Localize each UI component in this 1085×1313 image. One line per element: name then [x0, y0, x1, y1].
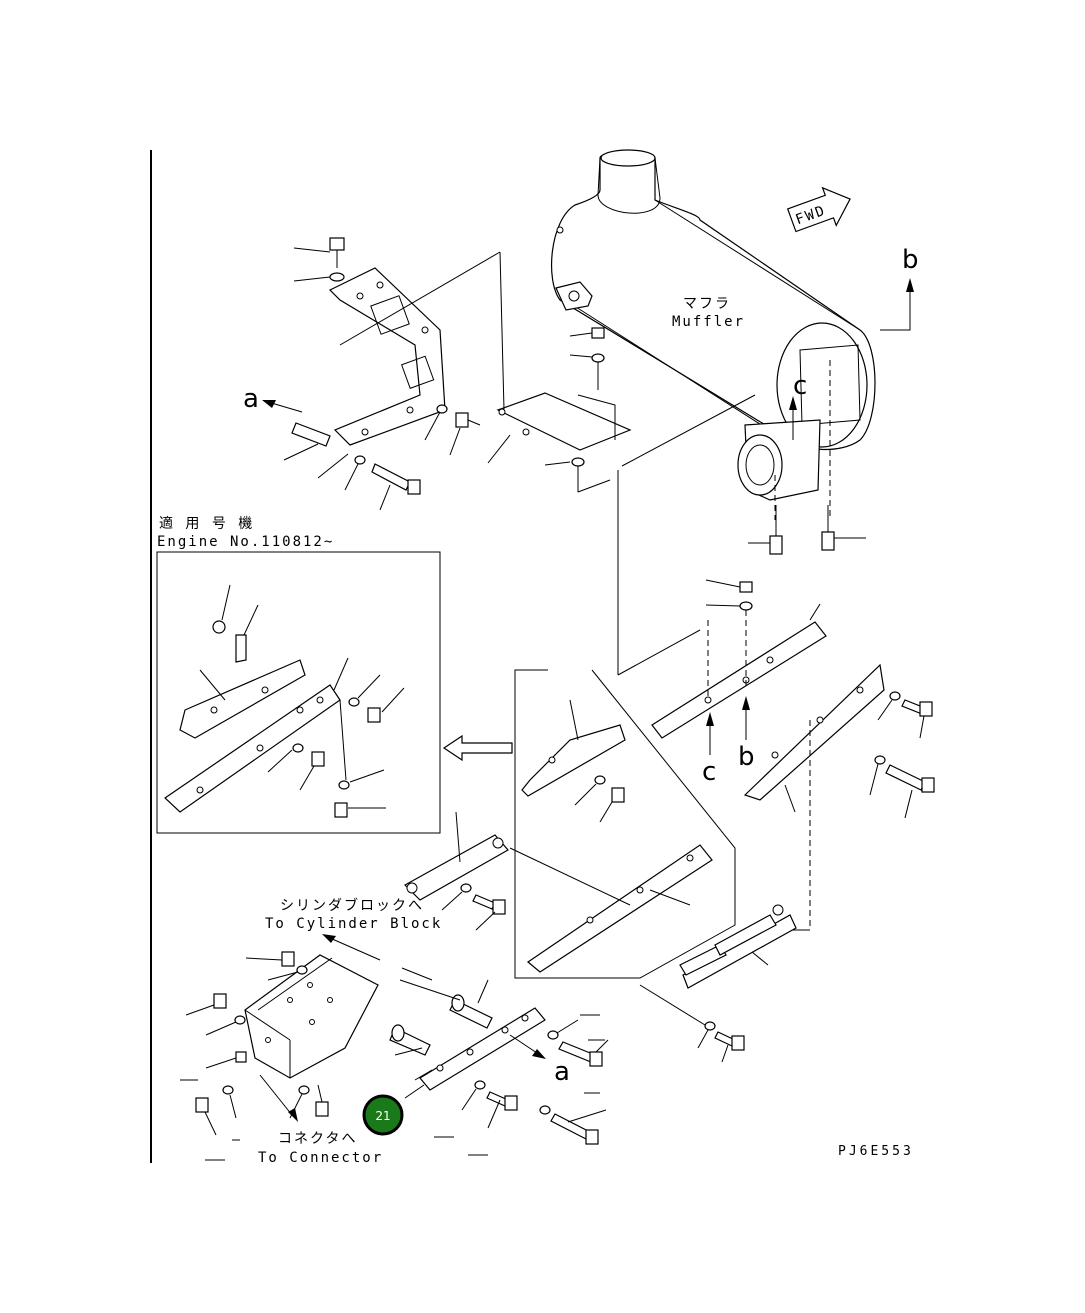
- ref-c-muffler: c: [793, 371, 807, 401]
- spacer-pipe-top: [283, 422, 331, 461]
- ref-a-top: a: [243, 384, 259, 414]
- ref-a-bottom: a: [554, 1057, 570, 1087]
- callout-number: 21: [375, 1109, 390, 1123]
- right-bolts: [869, 691, 935, 819]
- center-frame: [514, 669, 736, 979]
- applicable-label-jp: 適 用 号 機: [159, 515, 254, 532]
- connector-label-en: To Connector: [258, 1150, 383, 1166]
- center-plate: [487, 327, 632, 493]
- callout-21[interactable]: 21: [362, 1094, 404, 1136]
- cylinder-label-en: To Cylinder Block: [265, 916, 442, 932]
- muffler-bolt-right: [821, 505, 866, 551]
- ref-b-mid: b: [738, 742, 755, 772]
- center-frame-parts: [521, 699, 713, 973]
- ref-b-top: b: [902, 245, 919, 275]
- top-bracket: [328, 267, 446, 446]
- mid-nut-washer: [705, 579, 753, 700]
- bottom-left-bolts: [180, 951, 329, 1141]
- top-bolt: [293, 237, 345, 282]
- bottom-left-block: [205, 954, 379, 1079]
- engine-number-label: Engine No.110812~: [157, 534, 334, 550]
- inset-box: [156, 551, 441, 834]
- inset-parts: [164, 584, 405, 818]
- muffler-label-en: Muffler: [672, 314, 745, 330]
- mid-left-bracket: [404, 811, 631, 931]
- callout-circle[interactable]: [362, 1094, 404, 1136]
- bottom-right-bolts: [434, 1014, 609, 1156]
- lower-mid-bolt: [639, 984, 745, 1063]
- muffler-bolt-left: [748, 505, 783, 555]
- bottom-center-rail: [389, 967, 546, 1091]
- ref-c-bracket: c: [702, 757, 716, 787]
- muffler-label-jp: マフラ: [683, 296, 731, 312]
- muffler: [550, 149, 876, 520]
- connector-label-jp: コネクタへ: [278, 1131, 357, 1147]
- cylinder-label-jp: シリンダブロックへ: [280, 897, 424, 914]
- top-bracket-bolts: [317, 404, 481, 511]
- lower-right-stand: [679, 904, 797, 989]
- fwd-arrow-icon: FWD: [786, 186, 851, 233]
- inset-arrow-icon: [442, 734, 513, 762]
- drawing-code: PJ6E553: [838, 1144, 914, 1159]
- lower-right-rail: [651, 603, 885, 931]
